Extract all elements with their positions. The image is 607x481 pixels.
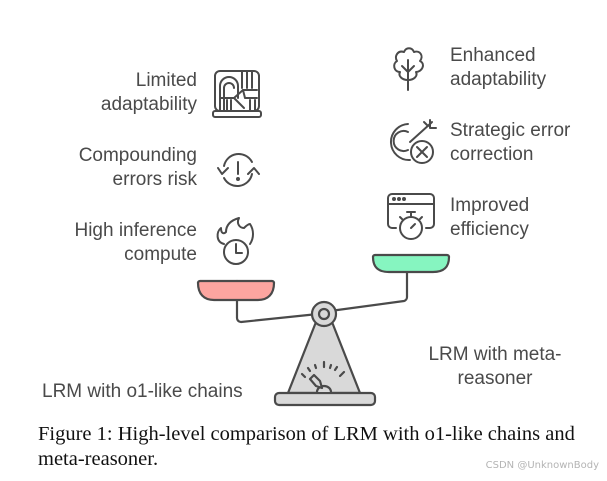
scale-base xyxy=(273,391,377,407)
figure-label: Figure 1: xyxy=(38,423,113,445)
stopwatch-window-icon xyxy=(387,193,435,240)
left-item-compounding-errors: Compounding errors risk xyxy=(78,145,197,190)
figure-caption: Figure 1: High-level comparison of LRM w… xyxy=(38,422,598,472)
left-item-high-inference: High inference compute xyxy=(74,220,197,265)
left-scale-label: LRM with o1-like chains xyxy=(42,381,243,402)
right-scale-label: LRM with meta- reasoner xyxy=(428,344,562,389)
right-pan xyxy=(371,253,451,274)
caption-text: High-level comparison of LRM with o1-lik… xyxy=(38,423,575,470)
target-error-icon xyxy=(389,119,437,164)
right-item-enhanced-adaptability: Enhanced adaptability xyxy=(450,45,547,90)
right-item-improved-efficiency: Improved efficiency xyxy=(450,195,530,240)
left-item-limited-adaptability: Limited adaptability xyxy=(100,70,197,115)
right-item-strategic-error: Strategic error correction xyxy=(450,120,571,165)
compounding-errors-icon xyxy=(217,152,260,188)
balance-scale xyxy=(196,253,451,407)
watermark: CSDN @UnknownBody xyxy=(485,460,599,471)
scale-tower xyxy=(286,320,362,395)
left-pan xyxy=(196,279,276,302)
limited-adaptability-icon xyxy=(212,70,262,118)
tree-icon xyxy=(393,47,424,91)
scale-beam xyxy=(235,270,409,324)
high-inference-compute-icon xyxy=(216,217,254,265)
